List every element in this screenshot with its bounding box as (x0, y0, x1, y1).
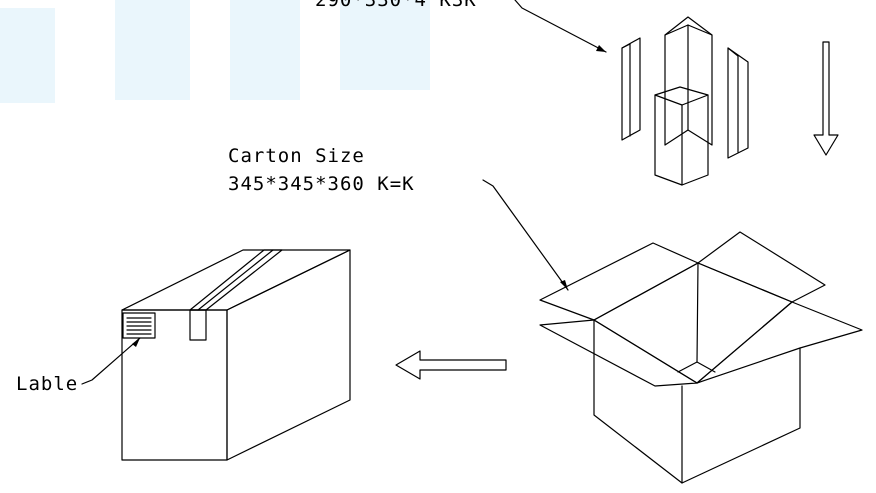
label-leader-line (81, 337, 141, 385)
corner-protector-leader-line (514, 0, 607, 53)
carton-size-value: 345*345*360 K=K (228, 173, 415, 195)
left-arrow-icon (395, 350, 507, 380)
corner-protector-back (664, 16, 713, 146)
carton-size-title: Carton Size (228, 145, 365, 167)
corner-protectors (621, 16, 749, 186)
corner-protector-leader-arrowhead (596, 45, 606, 52)
corner-protector-spec-text: 290*330*4 K3K (315, 0, 477, 11)
shipping-label-icon (122, 312, 156, 339)
corner-protector-front (654, 86, 709, 186)
carton-size-leader-line (482, 179, 569, 291)
label-leader-arrowhead (132, 338, 140, 347)
label-callout-text: Lable (16, 373, 78, 395)
closed-carton (121, 249, 351, 461)
corner-protector-right (727, 47, 749, 159)
watermark (0, 0, 430, 103)
down-arrow-icon (813, 41, 839, 156)
corner-protector-left (621, 37, 641, 141)
open-carton (539, 231, 863, 484)
